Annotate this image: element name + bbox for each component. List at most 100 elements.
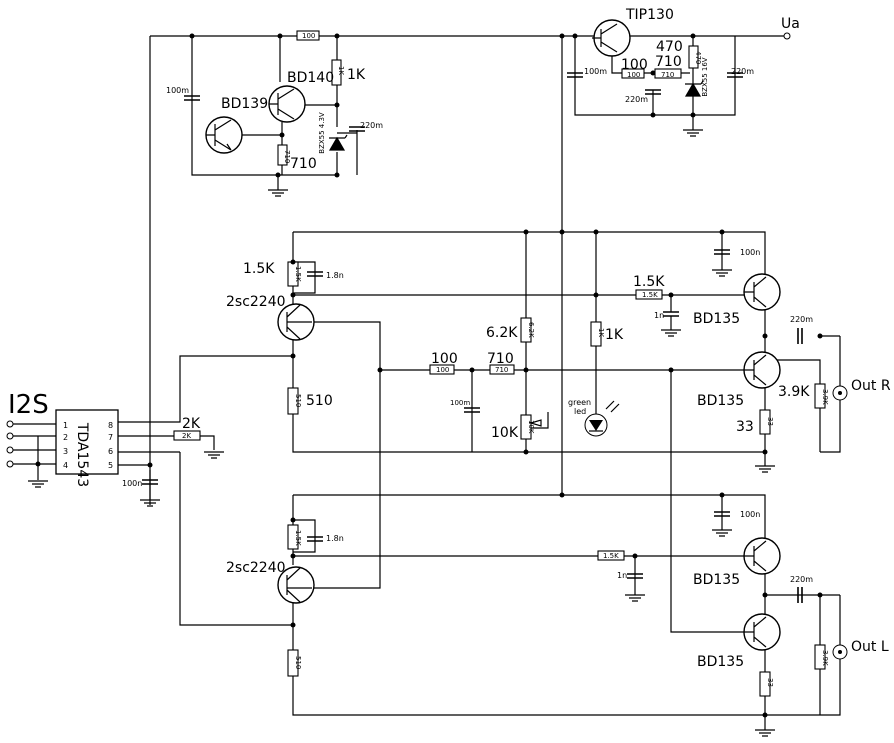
ground-symbol xyxy=(204,451,224,459)
resistor-33-r xyxy=(759,409,771,435)
r-100-reg-label: 100 xyxy=(621,57,648,73)
resistor-100-r xyxy=(429,364,455,375)
r-box-1-5k-l: 1.5K xyxy=(294,530,302,546)
resistor-1k-pre xyxy=(331,59,342,86)
i2s-input-pin xyxy=(6,420,14,428)
r-box-1-5k-b-r: 1.5K xyxy=(642,291,658,299)
c-100m-reg-label: 100m xyxy=(584,67,607,76)
resistor-510-l xyxy=(287,649,299,677)
r-box-100-r: 100 xyxy=(436,366,449,374)
2sc2240-r-label: 2sc2240 xyxy=(226,294,286,310)
i2s-input-pin xyxy=(6,446,14,454)
led-label-2: led xyxy=(574,407,586,416)
ic-pin-8: 8 xyxy=(108,421,113,430)
resistor-1-5k-b-r xyxy=(635,289,663,300)
zener-pre-label: BZX55 4.3V xyxy=(318,112,326,154)
r-box-100-reg: 100 xyxy=(627,71,640,79)
r-6-2k-label: 6.2K xyxy=(486,325,518,341)
capacitor-220m-pre xyxy=(349,126,365,132)
bd140-label: BD140 xyxy=(287,70,334,86)
r-510-r-label: 510 xyxy=(306,393,333,409)
transistor-tip130 xyxy=(592,19,631,57)
resistors xyxy=(173,30,826,697)
r-470-label: 470 xyxy=(656,39,683,55)
capacitor-100n-dac xyxy=(142,479,158,485)
out-l-label: Out L xyxy=(851,639,889,655)
c-100n-dac-label: 100n xyxy=(122,479,142,488)
r-box-510-l: 510 xyxy=(294,656,302,669)
r-710-pre-label: 710 xyxy=(290,156,317,172)
capacitor-100n-l xyxy=(714,511,730,517)
r-box-1k-pre: 1K xyxy=(337,66,345,75)
r-box-510-r: 510 xyxy=(294,394,302,407)
capacitors xyxy=(142,72,803,603)
ic-name: TDA1543 xyxy=(74,422,90,487)
zener-diode-reg xyxy=(684,80,704,97)
diodes xyxy=(328,80,704,437)
resistor-1-5k-b-l xyxy=(597,550,625,561)
r-box-1k-led: 1K xyxy=(597,328,605,337)
ic-pin-2: 2 xyxy=(63,433,68,442)
pot-box-10k: 10K xyxy=(527,420,535,434)
2sc2240-l-label: 2sc2240 xyxy=(226,560,286,576)
title-i2s: I2S xyxy=(8,390,49,420)
ground-symbol xyxy=(28,480,48,488)
r-710-reg-label: 710 xyxy=(655,54,682,70)
ground-symbol xyxy=(268,189,288,197)
ground-symbol xyxy=(712,529,732,537)
r-box-710-pre: 710 xyxy=(283,150,291,163)
c-100n-r-label: 100n xyxy=(740,248,760,257)
r-box-6-2k: 6.2K xyxy=(527,322,535,338)
pot-10k-label: 10K xyxy=(491,425,519,441)
resistor-2k-dac xyxy=(173,430,201,441)
transistor-bd135-lower-r xyxy=(743,351,781,389)
resistor-470-reg xyxy=(688,45,699,69)
resistor-3-9k-l xyxy=(814,644,826,670)
r-1k-pre-label: 1K xyxy=(347,67,366,83)
bd135-upper-l-label: BD135 xyxy=(693,572,740,588)
capacitor-1n-l xyxy=(627,573,643,579)
r-box-470-reg: 470 xyxy=(694,51,702,64)
led-label-1: green xyxy=(568,398,591,407)
transistor-bd135-upper-l xyxy=(743,537,781,575)
c-1n-l-label: 1n xyxy=(617,571,627,580)
ground-symbol xyxy=(140,499,160,507)
zener-diode-pre xyxy=(328,134,348,151)
capacitor-100m-r xyxy=(464,407,480,413)
resistor-33-l xyxy=(759,671,771,697)
led-triangle xyxy=(589,420,603,431)
c-1n-r-label: 1n xyxy=(654,311,664,320)
c-100m-r-label: 100m xyxy=(450,399,470,407)
c-220m-reg-b-label: 220m xyxy=(731,67,754,76)
r-33-r-label: 33 xyxy=(736,419,754,435)
transistor-bd135-upper-r xyxy=(743,273,781,311)
r-box-1-5k-b-l: 1.5K xyxy=(603,552,619,560)
ic-pin-5: 5 xyxy=(108,461,113,470)
i2s-input-pin xyxy=(6,460,14,468)
tip130-label: TIP130 xyxy=(625,7,674,23)
pot-wiper-arrow xyxy=(528,419,542,427)
ground-symbol xyxy=(712,269,732,277)
c-220m-pre-label: 220m xyxy=(360,121,383,130)
ua-terminal xyxy=(783,32,791,40)
ground-symbols xyxy=(28,129,775,737)
capacitor-220m-out-r xyxy=(797,328,803,344)
c-1-8n-l-label: 1.8n xyxy=(326,534,344,543)
resistor-3-9k-r xyxy=(814,383,826,409)
wires xyxy=(12,35,840,716)
capacitor-1-8n-r xyxy=(307,271,323,277)
led-rays xyxy=(605,400,620,413)
capacitor-1-8n-l xyxy=(307,536,323,542)
ground-symbol xyxy=(683,129,703,137)
r-box-33-l: 33 xyxy=(766,678,774,687)
capacitor-220m-reg-a xyxy=(645,89,661,95)
ic-pin-6: 6 xyxy=(108,447,113,456)
r-2k-label: 2K xyxy=(182,416,201,432)
resistor-710-pre xyxy=(277,144,288,166)
r-box-710-reg: 710 xyxy=(661,71,674,79)
r-box-100-top: 100 xyxy=(302,32,315,40)
r-1k-led-label: 1K xyxy=(605,327,624,343)
r-1-5k-b-r-label: 1.5K xyxy=(633,274,665,290)
r-box-3-9k-r: 3.9K xyxy=(821,389,829,405)
